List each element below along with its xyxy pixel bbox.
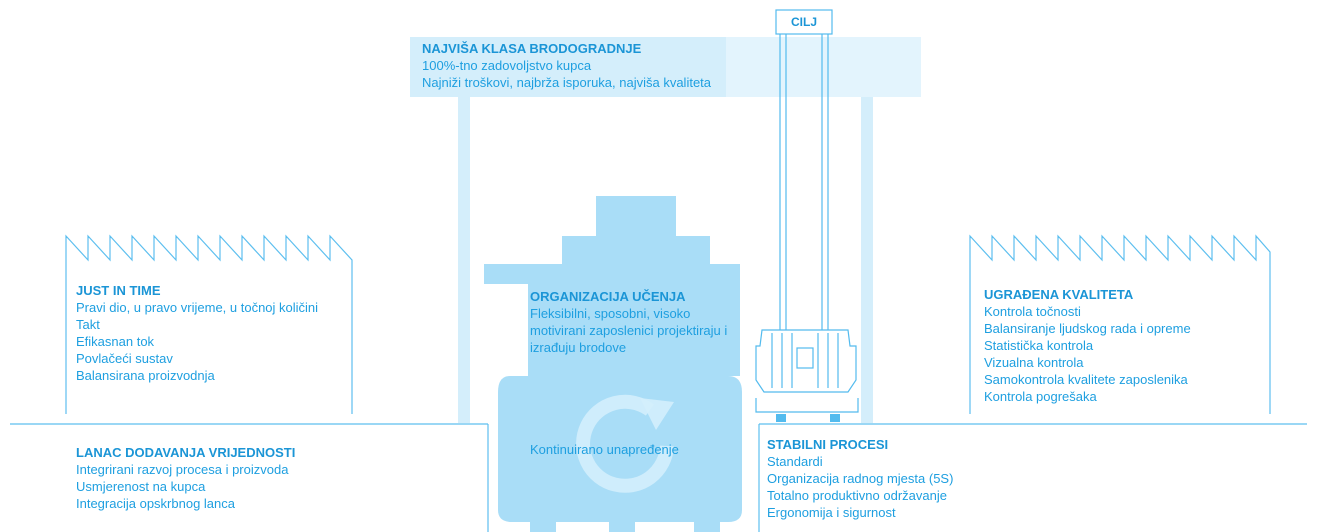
continuous-improvement-label: Kontinuirano unapređenje	[530, 442, 679, 457]
top-banner-title: NAJVIŠA KLASA BRODOGRADNJE	[422, 41, 642, 56]
goal-label: CILJ	[790, 15, 817, 29]
learning-text-block: ORGANIZACIJA UČENJA Fleksibilni, sposobn…	[530, 288, 738, 356]
value-chain-text-block: LANAC DODAVANJA VRIJEDNOSTI Integrirani …	[76, 444, 295, 512]
value-chain-title: LANAC DODAVANJA VRIJEDNOSTI	[76, 445, 296, 460]
quality-line: Vizualna kontrola	[984, 355, 1084, 370]
stable-title: STABILNI PROCESI	[767, 437, 889, 452]
top-banner-bg	[410, 37, 726, 97]
learning-ship-shape	[484, 196, 742, 532]
jit-line: Balansirana proizvodnja	[76, 368, 215, 383]
banner-leg-left	[458, 97, 470, 423]
stable-line: Organizacija radnog mjesta (5S)	[767, 471, 954, 486]
quality-title: UGRAĐENA KVALITETA	[984, 287, 1134, 302]
stable-text-block: STABILNI PROCESI Standardi Organizacija …	[767, 436, 953, 521]
jit-factory-outline	[65, 234, 353, 414]
learning-description: Fleksibilni, sposobni, visoko motivirani…	[530, 306, 728, 355]
value-chain-line: Usmjerenost na kupca	[76, 479, 206, 494]
jit-text-block: JUST IN TIME Pravi dio, u pravo vrijeme,…	[76, 282, 336, 384]
crane-foot-right	[830, 414, 840, 422]
top-banner-text: NAJVIŠA KLASA BRODOGRADNJE 100%-tno zado…	[422, 40, 711, 91]
refresh-arrowhead	[640, 398, 674, 430]
quality-factory-outline	[969, 234, 1271, 414]
quality-line: Kontrola točnosti	[984, 304, 1081, 319]
quality-line: Kontrola pogrešaka	[984, 389, 1097, 404]
top-banner-line: 100%-tno zadovoljstvo kupca	[422, 58, 592, 73]
top-banner-bg-right	[726, 37, 921, 97]
jit-line: Pravi dio, u pravo vrijeme, u točnoj kol…	[76, 300, 319, 315]
learning-title: ORGANIZACIJA UČENJA	[530, 289, 686, 304]
quality-text-block: UGRAĐENA KVALITETA Kontrola točnosti Bal…	[984, 286, 1191, 405]
crane-structure	[755, 9, 859, 413]
jit-line: Povlačeći sustav	[76, 351, 173, 366]
right-ground-panel	[758, 423, 1307, 532]
stable-line: Totalno produktivno održavanje	[767, 488, 947, 503]
stable-line: Standardi	[767, 454, 823, 469]
crane-foot-left	[776, 414, 786, 422]
left-ground-panel	[10, 423, 489, 532]
jit-line: Takt	[76, 317, 100, 332]
quality-line: Balansiranje ljudskog rada i opreme	[984, 321, 1191, 336]
value-chain-line: Integrirani razvoj procesa i proizvoda	[76, 462, 289, 477]
quality-line: Samokontrola kvalitete zaposlenika	[984, 372, 1188, 387]
banner-leg-right	[861, 97, 873, 423]
jit-line: Efikasnan tok	[76, 334, 155, 349]
value-chain-line: Integracija opskrbnog lanca	[76, 496, 235, 511]
refresh-arrow-icon	[576, 394, 674, 493]
quality-line: Statistička kontrola	[984, 338, 1094, 353]
stable-line: Ergonomija i sigurnost	[767, 505, 896, 520]
top-banner-line: Najniži troškovi, najbrža isporuka, najv…	[422, 75, 712, 90]
jit-title: JUST IN TIME	[76, 283, 161, 298]
